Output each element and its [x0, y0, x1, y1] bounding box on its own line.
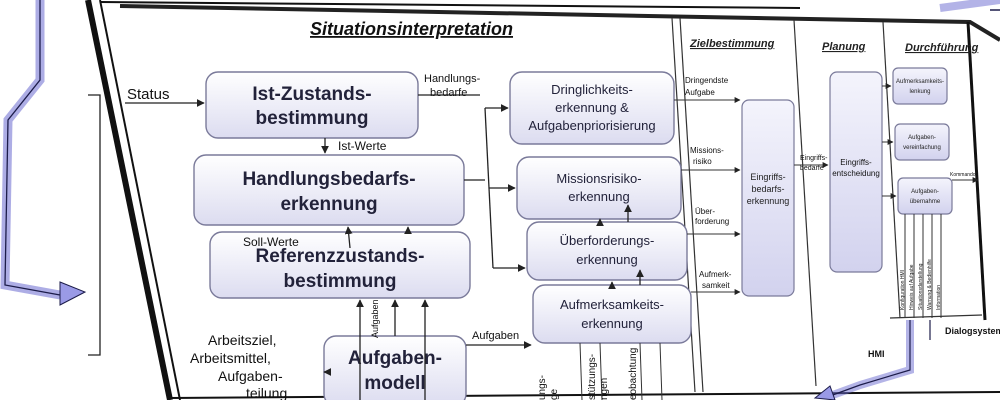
feedback-loop-left: [0, 0, 101, 356]
node-aufmerksamkeitslenkung: Aufmerksamkeits- lenkung: [892, 67, 948, 105]
svg-text:Dringendste: Dringendste: [685, 76, 729, 85]
node-eingriffsbedarf: Eingriffs- bedarfs- erkennung: [741, 99, 795, 297]
svg-text:forderung: forderung: [695, 217, 729, 226]
svg-text:Aufgaben-: Aufgaben-: [911, 189, 939, 195]
label-arbeitsziel: Arbeitsziel,: [208, 332, 276, 348]
svg-text:erkennung: erkennung: [280, 194, 377, 215]
svg-text:Aufmerksamkeits-: Aufmerksamkeits-: [560, 297, 664, 312]
svg-text:lenkung: lenkung: [909, 89, 930, 95]
svg-text:entscheidung: entscheidung: [832, 169, 880, 178]
edges-middle: [579, 204, 663, 400]
node-aufgabenuebernahme: Aufgaben- übernahme: [897, 177, 953, 215]
node-aufgabenmodell: Aufgaben- modell: [323, 335, 467, 400]
edges-left: [125, 99, 532, 400]
svg-text:Hinweis auf Aufgabe: Hinweis auf Aufgabe: [909, 264, 915, 310]
svg-text:bestimmung: bestimmung: [284, 271, 397, 292]
svg-text:samkeit: samkeit: [702, 281, 730, 290]
outer-frame: [85, 0, 1000, 400]
svg-text:ungs-: ungs-: [537, 375, 548, 400]
svg-text:Missionsrisiko-: Missionsrisiko-: [556, 171, 641, 186]
node-aufmerksamkeit: Aufmerksamkeits- erkennung: [532, 284, 692, 344]
svg-text:ngen: ngen: [599, 378, 610, 400]
svg-text:erkennung: erkennung: [576, 252, 637, 267]
svg-text:Konfiguration HMI: Konfiguration HMI: [900, 270, 906, 310]
svg-text:Warnung & Bedienhilfe: Warnung & Bedienhilfe: [927, 259, 933, 310]
node-handlungsbedarf: Handlungsbedarfs- erkennung: [193, 154, 465, 226]
svg-text:Eingriffs-: Eingriffs-: [800, 155, 828, 162]
section-title-situation: Situationsinterpretation: [310, 19, 513, 39]
label-hmi: HMI: [868, 349, 885, 359]
node-dringlichkeit: Dringlichkeits- erkennung & Aufgabenprio…: [509, 71, 675, 145]
svg-text:Eingriffs-: Eingriffs-: [840, 158, 872, 167]
edges-goal: [674, 83, 979, 318]
feedback-loop-right: [813, 0, 1000, 400]
section-title-goal: Zielbestimmung: [689, 38, 775, 50]
svg-text:Missions-: Missions-: [690, 146, 724, 155]
svg-text:erkennung: erkennung: [747, 196, 790, 206]
svg-text:stützungs-: stützungs-: [587, 354, 598, 400]
node-aufgabenvereinfachung: Aufgaben- vereinfachung: [894, 123, 950, 161]
svg-text:Über-: Über-: [695, 207, 715, 216]
svg-text:Aufgabe: Aufgabe: [685, 88, 715, 97]
svg-text:Überforderungs-: Überforderungs-: [560, 233, 655, 248]
edges-fanout: [418, 94, 526, 272]
node-ueberforderung: Überforderungs- erkennung: [526, 221, 688, 281]
svg-text:Dringlichkeits-: Dringlichkeits-: [551, 82, 633, 97]
svg-text:bestimmung: bestimmung: [256, 108, 369, 129]
svg-text:modell: modell: [364, 373, 425, 394]
svg-text:Situationsdarstellung: Situationsdarstellung: [918, 263, 924, 310]
svg-text:übernahme: übernahme: [910, 199, 941, 205]
svg-text:Aufgaben-: Aufgaben-: [218, 368, 283, 384]
svg-text:erkennung: erkennung: [581, 316, 642, 331]
svg-text:eobachtung: eobachtung: [628, 348, 639, 400]
svg-text:teilung: teilung: [246, 385, 287, 400]
svg-text:Ist-Zustands-: Ist-Zustands-: [252, 84, 371, 105]
svg-text:Aufgabenpriorisierung: Aufgabenpriorisierung: [528, 118, 655, 133]
svg-text:Aufmerk-: Aufmerk-: [699, 270, 732, 279]
svg-text:bedarfs-: bedarfs-: [751, 184, 784, 194]
section-title-planning: Planung: [822, 41, 866, 53]
svg-text:bedarfe: bedarfe: [800, 165, 824, 172]
label-handlungsbedarfe: Handlungs-: [424, 73, 481, 85]
svg-text:bedarfe: bedarfe: [430, 87, 467, 99]
label-status: Status: [127, 86, 170, 103]
svg-text:Eingriffs-: Eingriffs-: [750, 172, 785, 182]
node-eingriffsentscheidung: Eingriffs- entscheidung: [829, 71, 883, 273]
label-aufgaben: Aufgaben: [472, 330, 519, 342]
node-ist-zustand: Ist-Zustands- bestimmung: [205, 71, 419, 139]
section-title-execution: Durchführung: [905, 42, 979, 54]
svg-text:erkennung: erkennung: [568, 189, 629, 204]
svg-text:Handlungsbedarfs-: Handlungsbedarfs-: [242, 169, 415, 190]
label-dialogsystem: Dialogsystem: [945, 326, 1000, 336]
label-soll-werte: Soll-Werte: [243, 235, 299, 249]
label-kommandos: Kommandos: [950, 172, 979, 178]
node-referenzzustand: Referenzzustands- bestimmung: [209, 231, 471, 299]
svg-text:Aufgaben-: Aufgaben-: [348, 348, 442, 369]
svg-text:Arbeitsmittel,: Arbeitsmittel,: [190, 350, 271, 366]
svg-text:Information: Information: [936, 285, 942, 310]
labels: Status Handlungs- bedarfe Ist-Werte Soll…: [127, 73, 1000, 400]
svg-text:risiko: risiko: [693, 157, 712, 166]
label-aufgaben-vertical: Aufgaben: [370, 299, 380, 338]
label-ist-werte: Ist-Werte: [338, 139, 387, 153]
svg-text:Referenzzustands-: Referenzzustands-: [256, 246, 425, 267]
svg-text:ge: ge: [549, 388, 560, 400]
node-missionsrisiko: Missionsrisiko- erkennung: [516, 156, 682, 220]
svg-text:Aufgaben-: Aufgaben-: [908, 135, 936, 141]
svg-text:erkennung &: erkennung &: [555, 100, 629, 115]
svg-text:vereinfachung: vereinfachung: [903, 145, 941, 151]
svg-text:Aufmerksamkeits-: Aufmerksamkeits-: [896, 79, 944, 85]
